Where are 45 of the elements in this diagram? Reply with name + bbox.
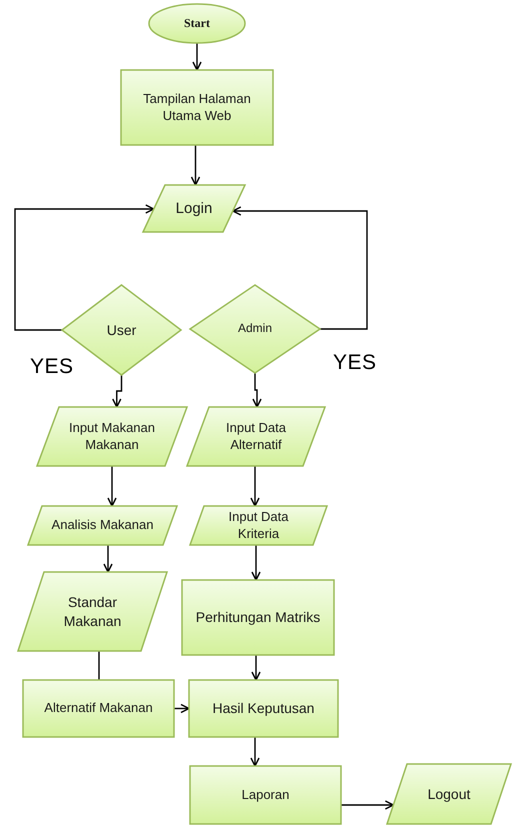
terminator-ellipse: [149, 4, 245, 43]
node-text: Laporan: [242, 786, 290, 804]
data-parallelogram: [143, 185, 245, 232]
node-text: Admin: [238, 321, 272, 337]
arrow: [251, 545, 261, 581]
decision-diamond: [190, 285, 320, 373]
process-box: [121, 70, 273, 145]
node-text: Standar Makanan: [62, 593, 122, 630]
arrow: [174, 704, 190, 714]
data-parallelogram: [190, 506, 327, 545]
node-text: Alternatif Makanan: [44, 700, 153, 717]
node-text: Logout: [428, 784, 470, 804]
arrow: [341, 800, 394, 810]
data-parallelogram: [28, 506, 177, 545]
process-box: [182, 580, 334, 655]
node-text: Tampilan Halaman Utama Web: [142, 90, 252, 124]
branch-label: YES: [333, 351, 377, 375]
arrow: [112, 375, 122, 408]
process-box: [190, 766, 341, 824]
arrow: [103, 545, 113, 573]
process-box: [23, 680, 174, 737]
arrow: [252, 373, 262, 408]
node-text: Perhitungan Matriks: [196, 608, 320, 627]
data-parallelogram: [187, 407, 325, 466]
arrow: [192, 43, 202, 71]
node-text: Input Data Alternatif: [225, 420, 287, 454]
node-text: Hasil Keputusan: [212, 699, 314, 718]
node-text: Input Data Kriteria: [228, 508, 290, 542]
node-text: Start: [184, 16, 210, 32]
arrow: [250, 466, 260, 507]
data-parallelogram: [387, 764, 511, 824]
arrow: [251, 655, 261, 681]
data-parallelogram: [18, 572, 167, 651]
arrow: [250, 737, 260, 767]
node-text: Analisis Makanan: [52, 517, 154, 534]
node-text: Login: [176, 198, 212, 218]
arrow: [232, 206, 368, 330]
arrow: [14, 204, 154, 331]
arrow: [107, 466, 117, 507]
process-box: [189, 680, 338, 737]
node-text: Input Makanan Makanan: [68, 420, 156, 454]
data-parallelogram: [37, 407, 187, 466]
branch-label: YES: [30, 355, 74, 379]
node-text: User: [106, 320, 136, 340]
arrow: [190, 145, 200, 186]
